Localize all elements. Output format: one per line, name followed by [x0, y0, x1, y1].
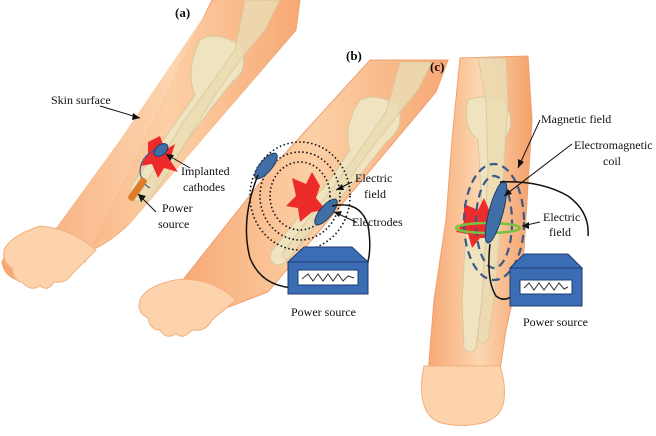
- implanted-power-source: [127, 177, 147, 202]
- panel-letter-a: (a): [175, 5, 190, 20]
- label-electrodes: Electrodes: [352, 215, 403, 229]
- bone-c-lower: [461, 229, 487, 353]
- arrowhead-coil: [504, 189, 512, 196]
- cathode-wire: [139, 149, 155, 189]
- panel-letter-c: (c): [430, 59, 444, 74]
- label-magnetic-field: Magnetic field: [541, 112, 611, 126]
- electric-field-line-1: [269, 161, 331, 231]
- arrowhead-field-b: [336, 184, 344, 190]
- hand-a: [3, 225, 97, 289]
- label-field-c: field: [549, 225, 571, 239]
- electrode-right: [314, 198, 338, 226]
- electrode-left: [254, 152, 278, 180]
- waveform-b: [301, 273, 355, 282]
- label-cathodes: cathodes: [183, 180, 225, 194]
- arrowhead-magnetic: [518, 159, 524, 168]
- label-electric-b: Electric: [355, 171, 392, 185]
- arrowhead-electrodes: [334, 211, 342, 217]
- arrowhead-cathodes: [166, 154, 174, 161]
- label-source-a: source: [158, 217, 189, 231]
- magnetic-field-line-1: [474, 174, 514, 270]
- arrowhead-field-c: [522, 222, 529, 229]
- fracture-a: [140, 136, 178, 178]
- device-b-screen: [297, 269, 359, 286]
- label-electric-c: Electric: [543, 210, 580, 224]
- panel-a: (a) Skin surface Implanted cathodes Powe…: [1, 0, 301, 289]
- label-electromagnetic: Electromagnetic: [574, 138, 653, 152]
- panel-c: (c) Magnetic field Electromagnetic coil …: [420, 55, 653, 427]
- label-power-source-b: Power source: [291, 305, 356, 319]
- label-skin-surface: Skin surface: [51, 93, 111, 107]
- label-coil: coil: [603, 154, 622, 168]
- implanted-cathode: [153, 143, 169, 157]
- arrowhead-power: [138, 194, 146, 202]
- waveform-c: [523, 282, 569, 291]
- magnetic-field-line-2: [462, 162, 526, 282]
- label-power-a: Power: [162, 201, 193, 215]
- power-source-device-c: [508, 253, 584, 307]
- arrowhead-skin: [132, 113, 140, 120]
- label-field-b: field: [364, 187, 386, 201]
- label-power-source-c: Power source: [523, 315, 588, 329]
- label-implanted: Implanted: [181, 164, 230, 178]
- electric-field-line-2: [259, 151, 341, 241]
- electric-field-line-3: [249, 141, 351, 251]
- power-source-device-b: [286, 246, 370, 295]
- panel-b: (b) Electric field Electrodes Power sour…: [138, 48, 449, 337]
- arrow-magnetic: [517, 119, 541, 169]
- arrow-coil: [503, 143, 573, 197]
- hand-c: [420, 365, 505, 427]
- panel-letter-b: (b): [346, 48, 362, 63]
- wire-b-left: [245, 174, 299, 289]
- fracture-b: [286, 172, 326, 222]
- hand-b: [138, 278, 237, 337]
